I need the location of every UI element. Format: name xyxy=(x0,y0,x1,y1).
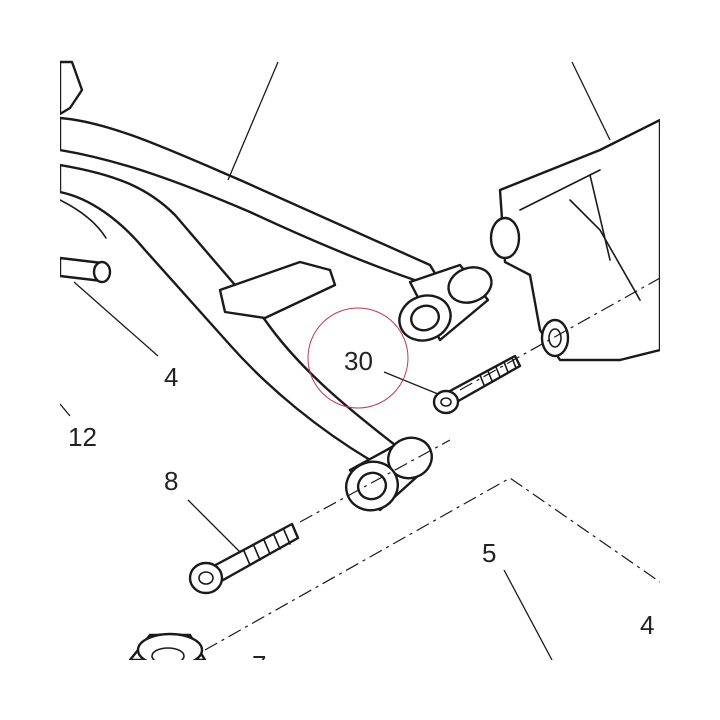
axis-upper xyxy=(459,277,660,391)
frame-casting xyxy=(489,118,660,362)
leader-30 xyxy=(383,371,439,395)
swingarm-upper-tube xyxy=(60,116,447,292)
frame-tube-left xyxy=(60,199,107,239)
cross-brace xyxy=(218,260,337,320)
upper-bushing xyxy=(398,263,493,342)
axis-lower xyxy=(299,439,451,523)
callout-30: 30 xyxy=(344,346,373,376)
bracket-fragment xyxy=(60,60,84,116)
bolt-small xyxy=(432,354,522,415)
callout-7: 7 xyxy=(252,650,266,680)
leader-upper-right xyxy=(571,61,611,141)
pin-part xyxy=(60,256,112,284)
callout-12: 12 xyxy=(68,422,97,452)
leader-4-left xyxy=(73,281,159,357)
callout-5: 5 xyxy=(482,538,496,568)
axis-bottom xyxy=(204,477,660,651)
callout-4-left: 4 xyxy=(164,362,178,392)
bottom-bushing xyxy=(128,632,207,660)
leader-12 xyxy=(60,403,71,417)
drawing-area: 30 4 12 8 5 4 7 xyxy=(60,60,660,680)
leader-5 xyxy=(503,569,553,660)
leader-upper-left xyxy=(227,61,279,181)
leader-8 xyxy=(187,499,241,553)
highlight-circle xyxy=(307,307,409,409)
callout-4-right: 4 xyxy=(640,610,654,640)
bolt-large xyxy=(188,522,300,595)
callout-8: 8 xyxy=(164,466,178,496)
